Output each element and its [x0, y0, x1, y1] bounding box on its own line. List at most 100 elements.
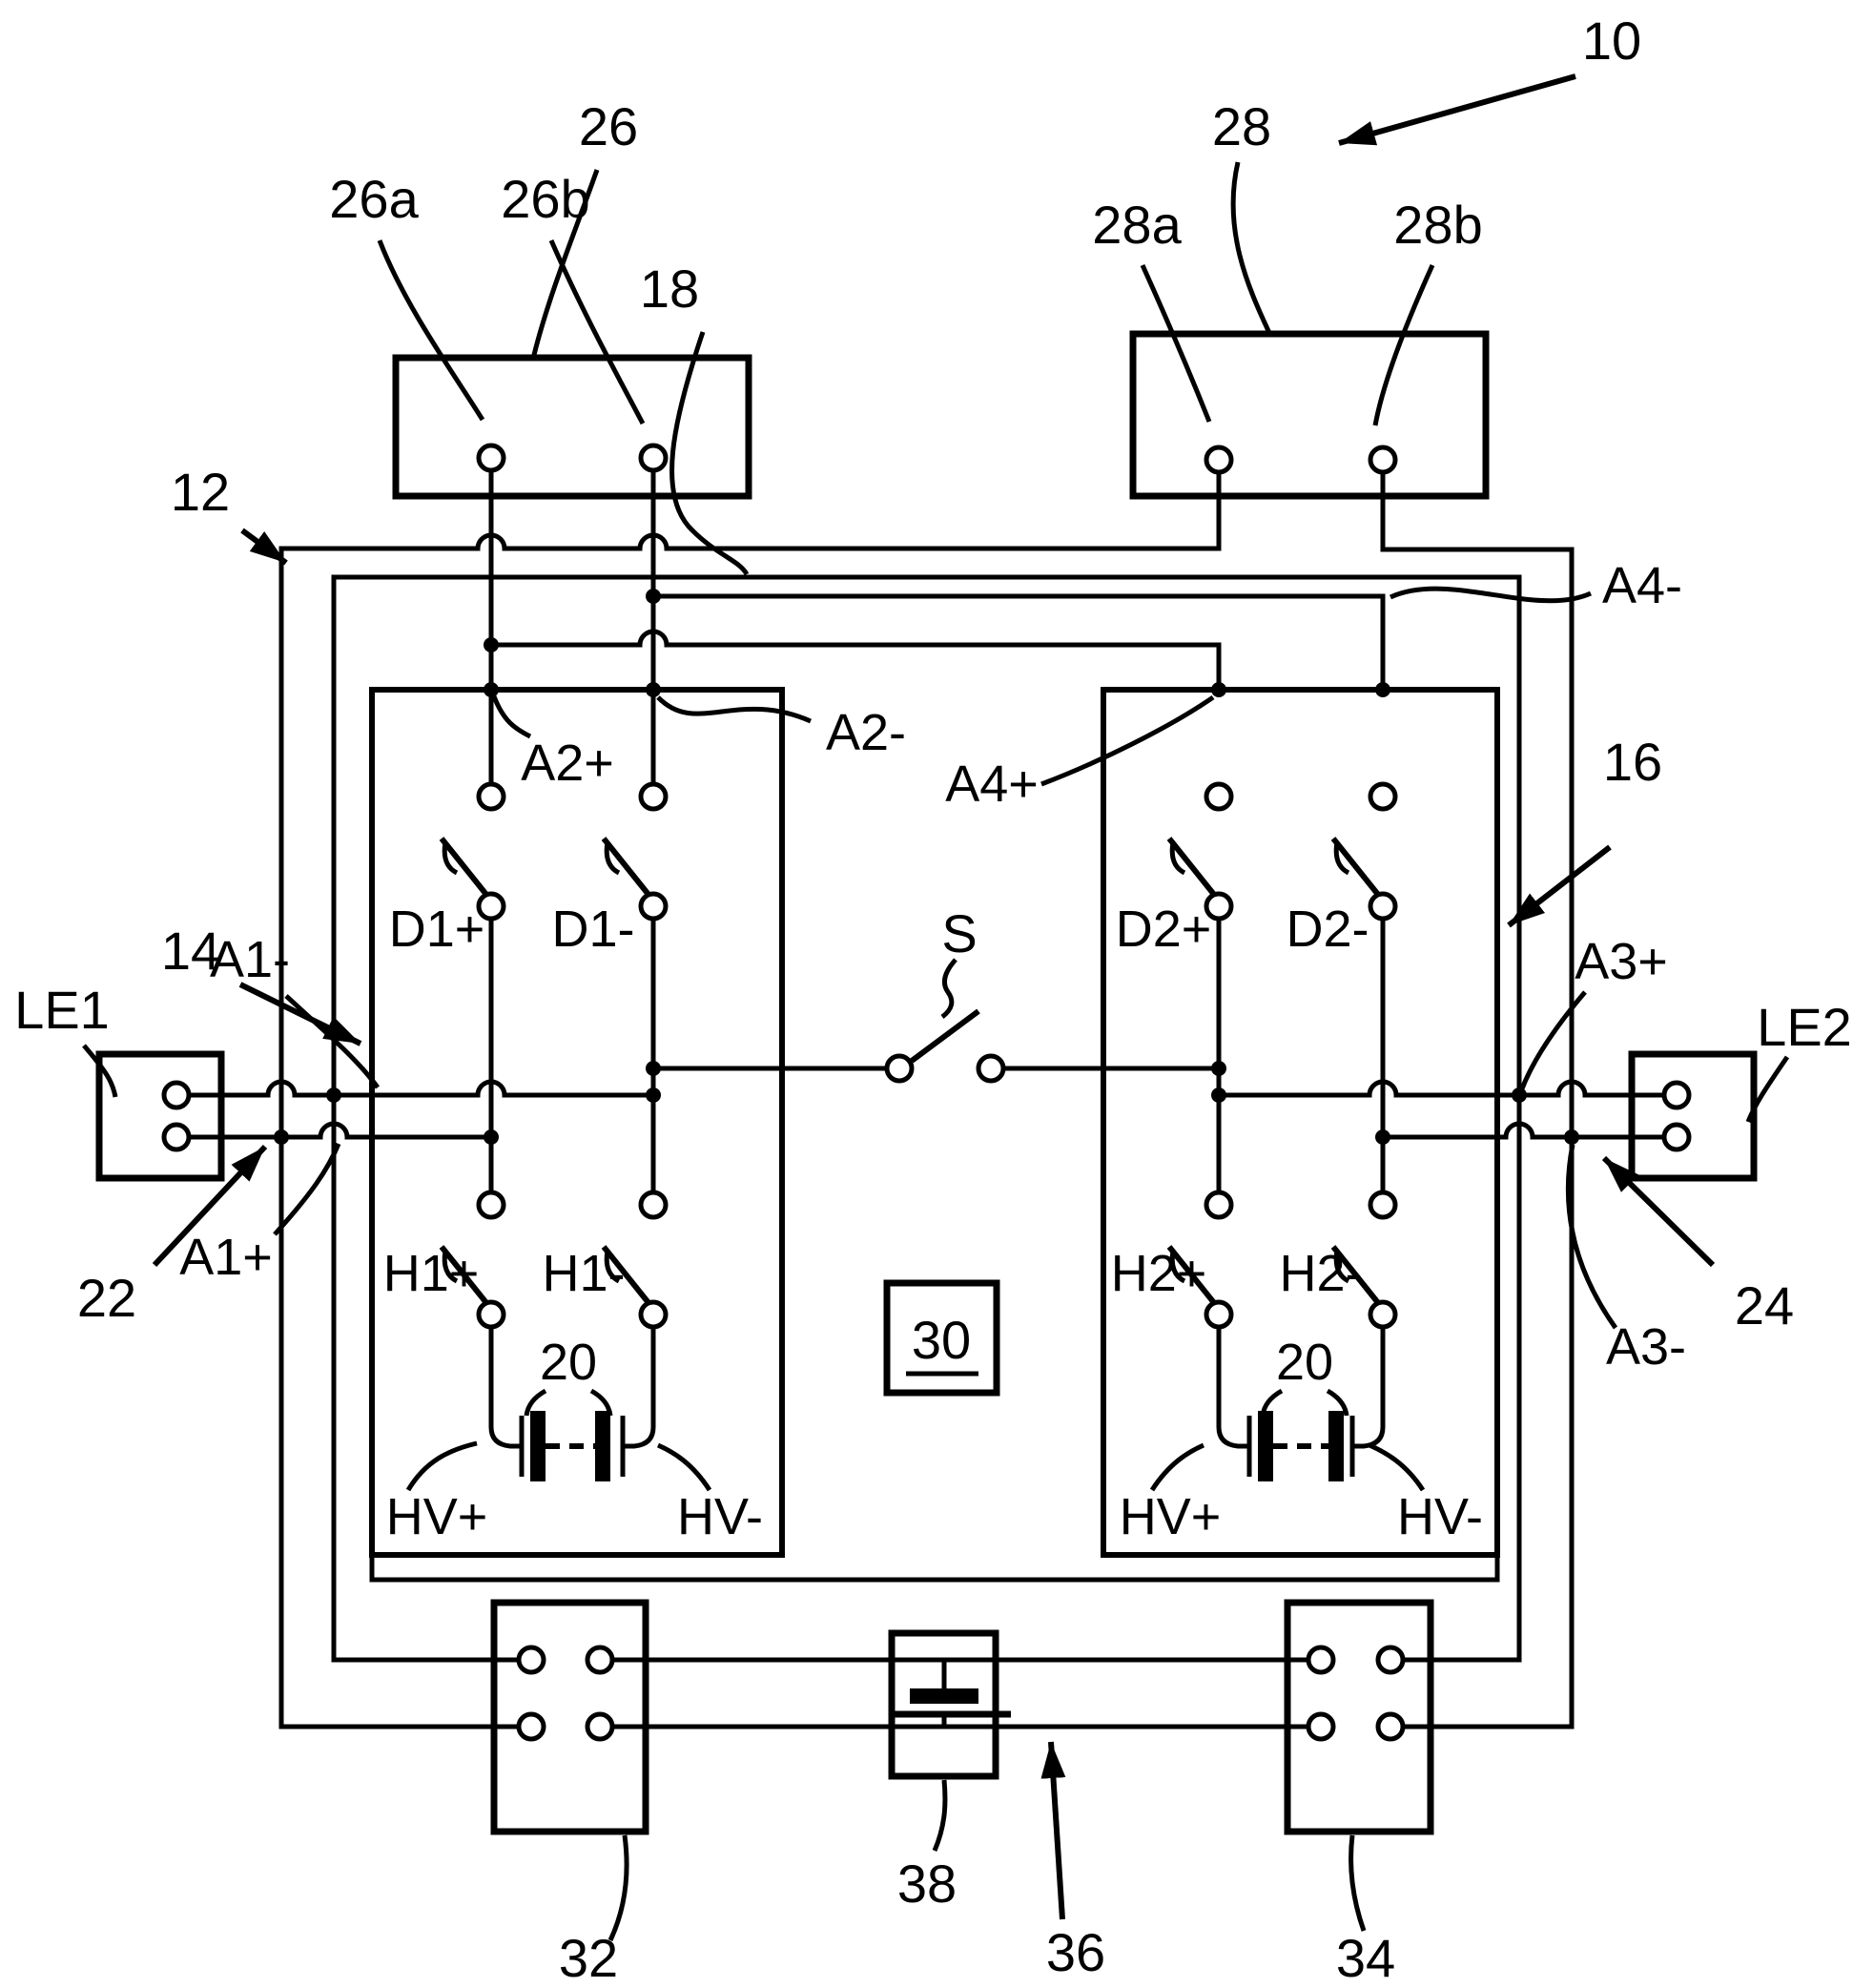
junction-dot	[1211, 1061, 1226, 1076]
terminal-32-ll	[516, 1711, 546, 1742]
label-s: S	[941, 903, 977, 963]
arrow-24	[1601, 1155, 1716, 1268]
terminal-le1-lower	[161, 1122, 192, 1152]
terminal-32-ur	[585, 1645, 615, 1675]
terminal-34-ul	[1306, 1645, 1336, 1675]
label-h1-minus: H1-	[542, 1245, 625, 1302]
arrow-12	[240, 528, 288, 566]
switches	[442, 784, 1395, 1327]
y-capacitors-20-right	[1246, 1411, 1355, 1481]
leader-a4plus	[1040, 694, 1215, 787]
connector-26-box	[392, 354, 752, 500]
junction-dot	[1211, 1087, 1226, 1103]
label-d2-minus: D2-	[1286, 901, 1369, 958]
label-a1-minus: A1-	[210, 931, 290, 988]
leader-26b	[548, 239, 646, 425]
leader-a2plus	[491, 695, 532, 739]
outer-loop-12	[278, 460, 1575, 1729]
chain-h2minus-hvminus	[1352, 1308, 1386, 1449]
label-26a: 26a	[329, 169, 419, 229]
junction-dot	[1375, 1129, 1390, 1145]
label-10: 10	[1582, 10, 1641, 71]
leader-20-right-a	[1260, 1388, 1284, 1417]
junction-dot	[646, 589, 661, 604]
junction-dot	[484, 1129, 499, 1145]
label-h2-plus: H2+	[1111, 1245, 1207, 1302]
wire-a3minus	[1383, 1121, 1664, 1140]
leader-a1plus	[273, 1143, 341, 1236]
leader-28b	[1372, 263, 1435, 426]
loop18-wire	[331, 574, 1522, 1663]
label-a3-minus: A3-	[1606, 1318, 1686, 1376]
junction-dot	[1564, 1129, 1579, 1145]
terminal-26b	[638, 443, 669, 473]
arrow-22	[152, 1144, 268, 1268]
label-34: 34	[1336, 1928, 1395, 1988]
arrow-16	[1507, 844, 1612, 928]
label-a4-plus: A4+	[945, 756, 1039, 813]
chain-h2plus-hvplus	[1216, 1308, 1249, 1449]
label-d1-plus: D1+	[389, 901, 485, 958]
terminal-32-ul	[516, 1645, 546, 1675]
label-a2-plus: A2+	[521, 735, 614, 792]
comm-loop-18	[331, 574, 1522, 1663]
label-20-left: 20	[540, 1334, 597, 1391]
comm-wires	[189, 470, 1664, 1449]
leader-s	[940, 958, 957, 1019]
chain-h1minus-hvminus	[623, 1308, 656, 1449]
leader-38	[932, 1779, 948, 1852]
label-le1: LE1	[14, 980, 110, 1040]
leader-a3minus	[1565, 1144, 1618, 1330]
le2-box	[1628, 1050, 1758, 1182]
module-16-box	[1101, 687, 1500, 1558]
leader-26a	[377, 239, 485, 422]
switch-s	[884, 1008, 1006, 1084]
reference-arrows	[152, 73, 1716, 1920]
terminal-28b	[1368, 445, 1398, 475]
junction-dot	[484, 637, 499, 652]
leader-hvplus-left	[405, 1440, 478, 1492]
terminal-le2-upper	[1661, 1080, 1692, 1110]
label-24: 24	[1735, 1275, 1794, 1336]
leader-a3plus	[1518, 990, 1587, 1092]
leader-34	[1349, 1834, 1367, 1932]
junction-dot	[646, 1087, 661, 1103]
junction-dot	[1211, 682, 1226, 697]
leader-lines	[82, 161, 1790, 1942]
wire-a1minus	[189, 1079, 653, 1098]
cap-plate-thick	[595, 1411, 610, 1481]
le1-box	[95, 1050, 225, 1182]
label-26b: 26b	[501, 169, 589, 229]
label-a1-plus: A1+	[179, 1229, 273, 1286]
label-le2: LE2	[1757, 997, 1852, 1057]
terminal-34-lr	[1375, 1711, 1406, 1742]
wire-a3plus	[1219, 1079, 1664, 1098]
label-12: 12	[171, 462, 230, 522]
cap-plate-thick	[1258, 1411, 1273, 1481]
label-hv-plus-left: HV+	[386, 1488, 488, 1545]
arrow-36	[1040, 1741, 1066, 1920]
loop12-left-top-wire	[278, 460, 1222, 1729]
label-36: 36	[1046, 1922, 1105, 1982]
label-16: 16	[1603, 732, 1662, 792]
leader-28	[1230, 161, 1272, 335]
connector-28-box	[1129, 330, 1490, 500]
label-h2-minus: H2-	[1279, 1245, 1362, 1302]
cap-plate-thick	[1328, 1411, 1344, 1481]
connector-32-box	[490, 1599, 649, 1835]
leader-le2	[1745, 1055, 1790, 1123]
junction-dot	[1375, 682, 1390, 697]
module-14-box	[369, 687, 785, 1558]
terminal-le1-upper	[161, 1080, 192, 1110]
junction-dot	[484, 682, 499, 697]
label-26: 26	[579, 96, 638, 156]
leader-28a	[1140, 263, 1212, 423]
label-30: 30	[912, 1310, 971, 1370]
label-38: 38	[897, 1853, 957, 1914]
cap38-plate-top	[910, 1688, 978, 1704]
label-d1-minus: D1-	[551, 901, 634, 958]
label-28: 28	[1212, 96, 1271, 156]
label-hv-minus-left: HV-	[677, 1488, 763, 1545]
